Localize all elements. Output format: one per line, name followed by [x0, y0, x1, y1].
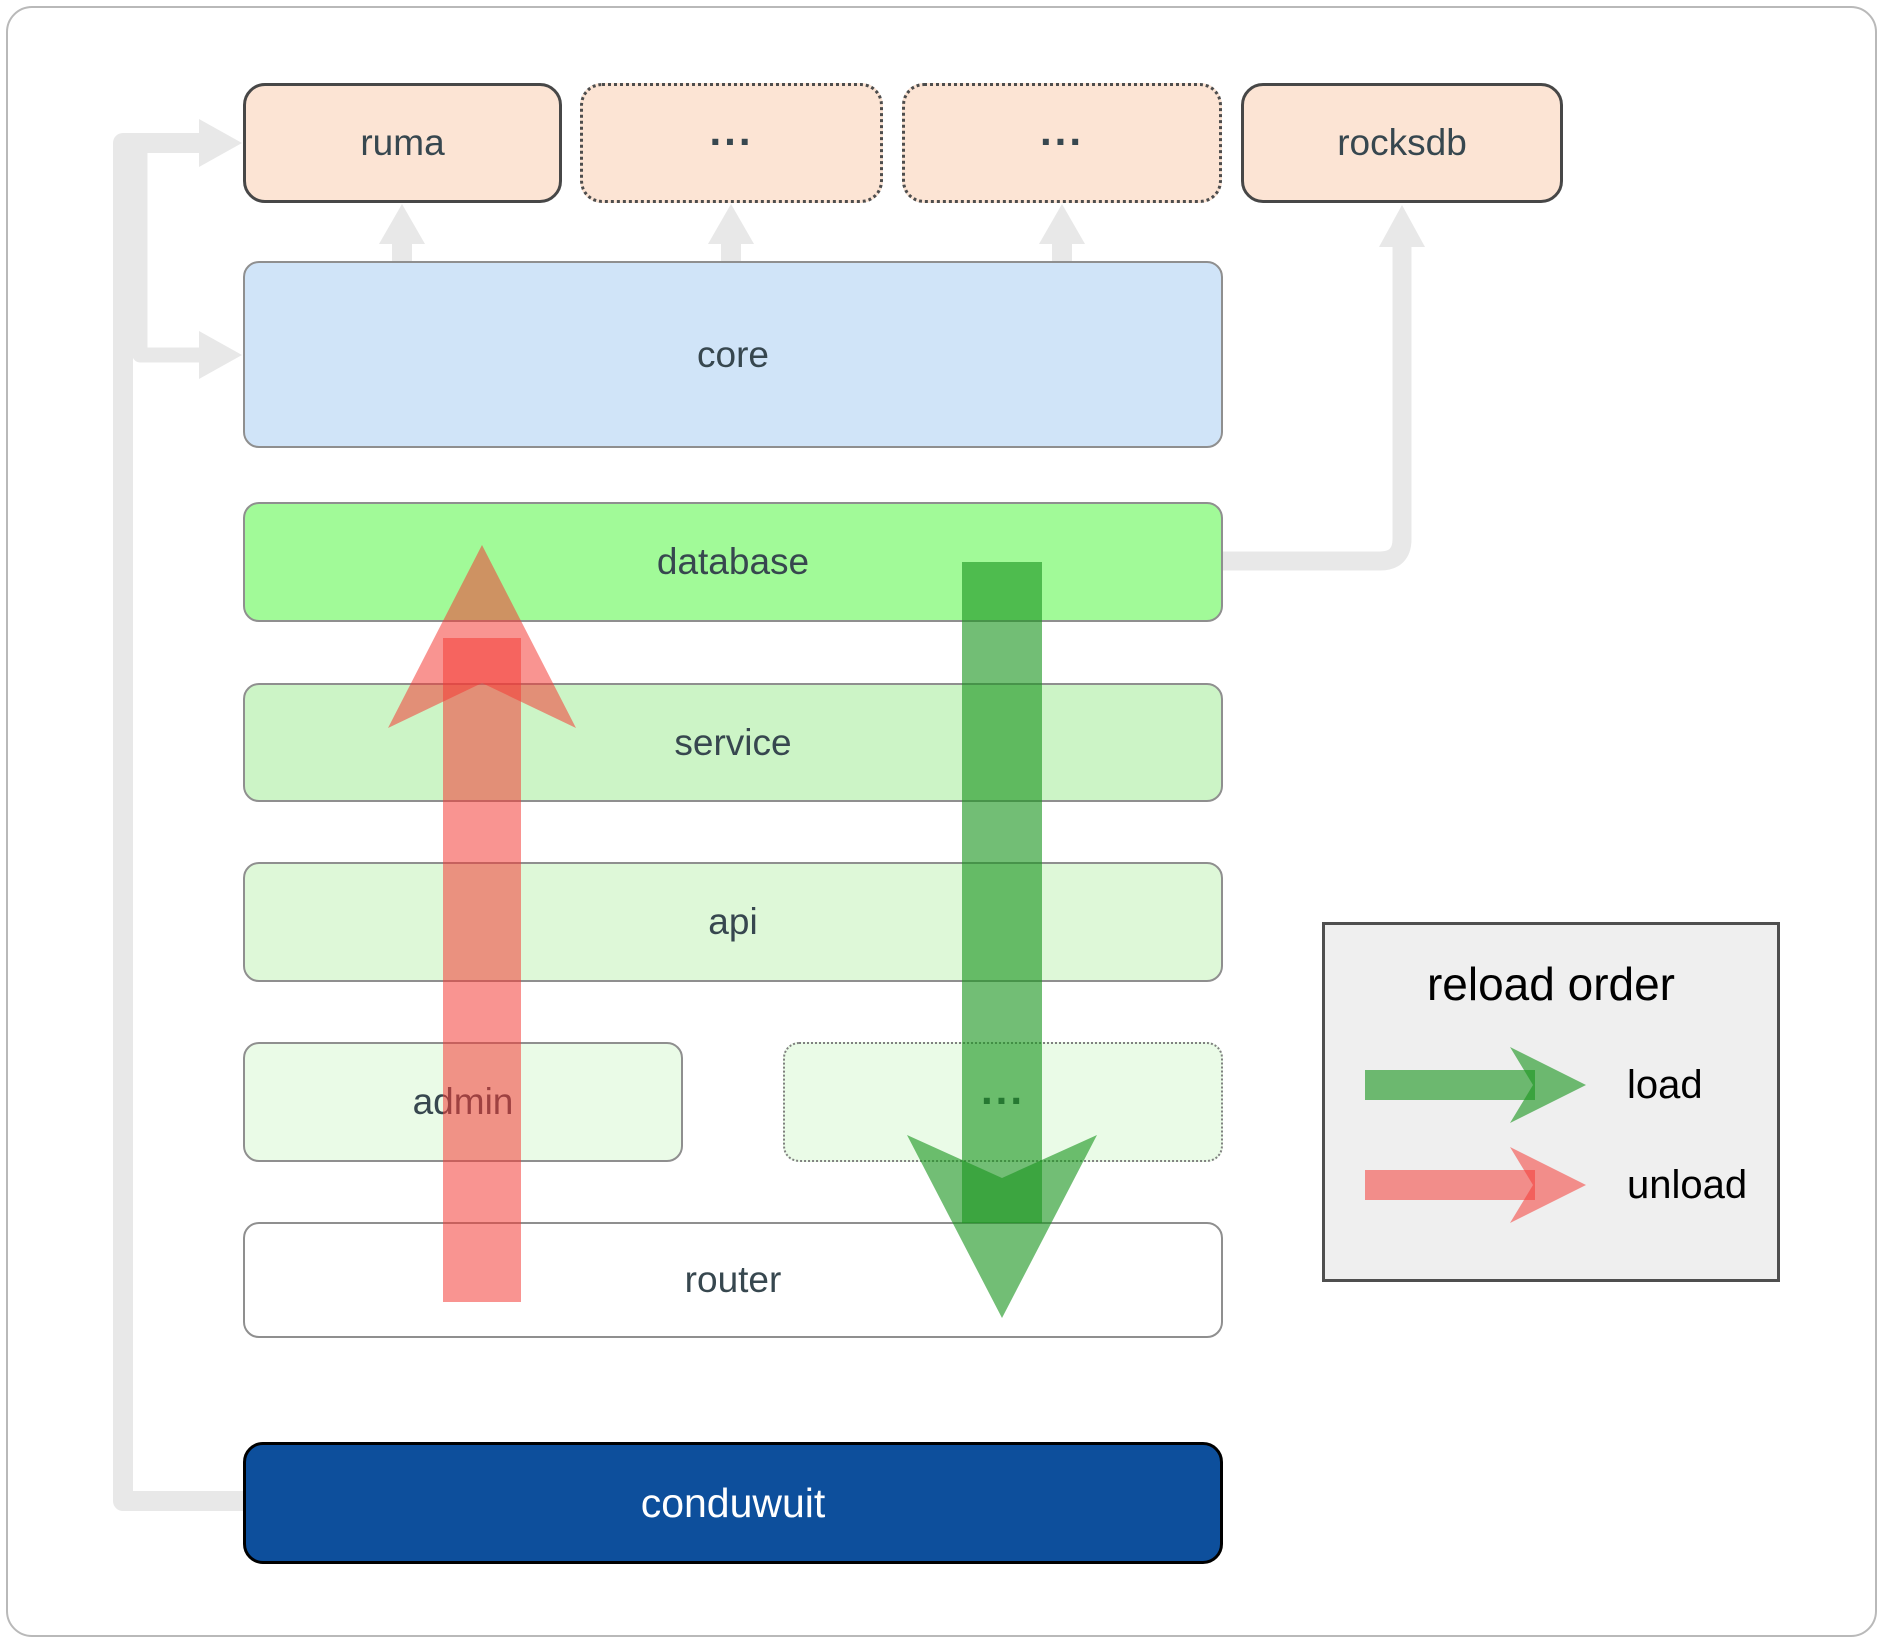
legend-unload-arrow-shaft — [1365, 1170, 1535, 1200]
stub-arrow-dots1-head — [708, 204, 754, 244]
stub-arrow-ruma-shaft — [392, 240, 412, 262]
load-arrow-shaft — [962, 562, 1042, 1223]
legend-arrows — [1365, 1047, 1586, 1223]
box-api-label: api — [708, 901, 758, 942]
stub-arrow-dots1-shaft — [721, 240, 741, 262]
box-rocksdb-label: rocksdb — [1337, 122, 1467, 163]
load-arrowhead — [907, 1135, 1097, 1318]
box-router: router — [243, 1222, 1223, 1338]
box-database-label: database — [656, 541, 810, 582]
box-rocksdb: rocksdb — [1241, 83, 1563, 203]
box-crate-dots-2-label: ... — [1039, 107, 1084, 154]
legend-panel: reload order load unload — [1322, 922, 1780, 1282]
box-api: api — [243, 862, 1223, 982]
box-crate-dots-1-label: ... — [709, 107, 754, 154]
unload-arrowhead — [388, 545, 576, 728]
box-core: core — [243, 261, 1223, 448]
box-service-label: service — [674, 721, 792, 763]
rocksdb-arrowhead — [1379, 205, 1425, 247]
stub-arrow-dots2-shaft — [1052, 240, 1072, 262]
legend-unload-label: unload — [1627, 1163, 1748, 1207]
legend-title: reload order — [1426, 958, 1676, 1010]
box-crate-dots-2: ... — [902, 83, 1222, 203]
box-database: database — [243, 502, 1223, 622]
branch-arrowhead-core — [199, 331, 242, 379]
box-router-label: router — [684, 1259, 782, 1300]
database-rocksdb-connector — [1223, 246, 1412, 571]
box-core-label: core — [697, 333, 769, 375]
box-ruma: ruma — [243, 83, 562, 203]
stub-arrow-ruma-head — [379, 204, 425, 244]
box-ruma-label: ruma — [360, 122, 445, 163]
legend-unload-arrowhead — [1510, 1147, 1586, 1223]
box-conduwuit: conduwuit — [243, 1442, 1223, 1564]
legend-load-arrowhead — [1510, 1047, 1586, 1123]
bus-arrowhead-ruma — [199, 119, 242, 167]
legend-load-arrow-shaft — [1365, 1070, 1535, 1100]
bus-line-conduwuit-ruma — [113, 133, 243, 1511]
unload-arrow-shaft — [443, 638, 521, 1302]
branch-line-core — [132, 153, 206, 363]
box-crate-dots-1: ... — [580, 83, 883, 203]
box-conduwuit-label: conduwuit — [640, 1479, 826, 1526]
stub-arrow-dots2-head — [1039, 204, 1085, 244]
legend-load-label: load — [1627, 1063, 1703, 1107]
